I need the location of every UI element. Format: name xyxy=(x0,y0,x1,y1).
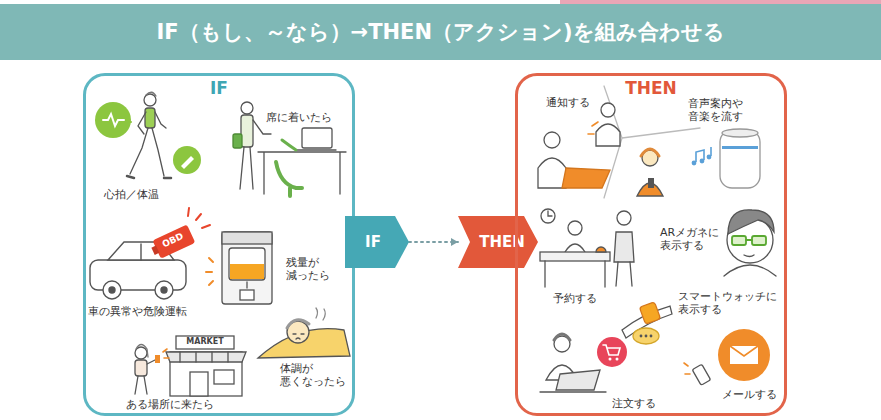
chevron-outline xyxy=(458,216,538,268)
condition-caption: 車の異常や危険運転 xyxy=(88,305,187,318)
action-caption: 通知する xyxy=(546,96,590,109)
desk-scene xyxy=(233,102,346,196)
chevron-outline xyxy=(345,216,409,268)
condition-caption: 心拍／体温 xyxy=(104,188,159,201)
smart-speaker xyxy=(692,129,760,188)
action-caption: 音声案内や 音楽を流す xyxy=(688,97,752,124)
alert-marks xyxy=(188,208,210,228)
notify-scene xyxy=(538,86,700,198)
ordering-person xyxy=(540,334,627,392)
coffee-machine xyxy=(206,232,272,304)
step-chevron: THEN xyxy=(458,216,538,268)
action-caption: スマートウォッチに 表示する xyxy=(678,290,784,317)
obd-tag xyxy=(149,224,196,260)
title-text: IF（もし、～なら）→THEN（アクション)を組み合わせる xyxy=(156,18,724,46)
shop-sign: MARKET xyxy=(176,337,234,347)
title-band: IF（もし、～なら）→THEN（アクション)を組み合わせる xyxy=(0,4,881,60)
action-caption: ARメガネに 表示する xyxy=(660,226,720,253)
condition-caption: 残量が 減ったら xyxy=(286,256,338,283)
connector-line xyxy=(409,241,458,243)
ar-glasses-face xyxy=(724,210,776,276)
unwell-person xyxy=(258,308,350,358)
smartwatch xyxy=(622,302,672,344)
walking-person xyxy=(95,92,201,178)
arrow-head xyxy=(451,238,458,246)
panel-heading: IF xyxy=(210,78,228,98)
reception-scene xyxy=(540,209,634,287)
panel-heading: THEN xyxy=(625,78,677,98)
person-with-phone xyxy=(135,345,169,395)
action-caption: メールする xyxy=(722,388,777,401)
step-label: IF xyxy=(365,233,381,251)
action-caption: 予約する xyxy=(553,292,597,305)
group-panel: IF xyxy=(83,73,355,416)
condition-caption: 体調が 悪くなったら xyxy=(280,362,352,389)
condition-caption: ある場所に来たら xyxy=(126,398,214,411)
dotted-connector xyxy=(409,238,458,246)
step-chevron: IF xyxy=(345,216,409,268)
group-panel: THEN xyxy=(515,73,787,416)
mail-icon xyxy=(684,329,770,385)
action-caption: 注文する xyxy=(612,397,656,410)
market xyxy=(166,336,246,396)
condition-caption: 席に着いたら xyxy=(266,111,332,124)
